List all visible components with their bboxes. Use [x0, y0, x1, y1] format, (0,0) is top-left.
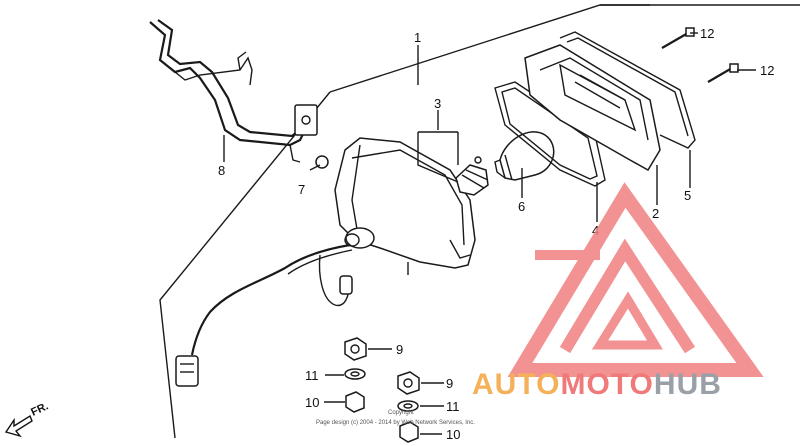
callout-6: 6: [518, 199, 525, 214]
callout-9-left: 9: [396, 342, 403, 357]
callout-1: 1: [414, 30, 421, 45]
callout-labels: 1 3 6 4 2 5 8 7 12 12 9 9 11 11 10 10: [218, 26, 774, 442]
callout-7: 7: [298, 182, 305, 197]
automotohub-watermark: AUTOMOTOHUB: [472, 182, 764, 401]
copyright-line-1: Copyright: [388, 410, 414, 416]
wiring-harness: [175, 243, 353, 387]
watermark-auto: AUTO: [472, 368, 560, 401]
assembly-boundary: [159, 4, 800, 439]
callout-10-right: 10: [446, 427, 460, 442]
gasket-part-4: [494, 81, 606, 187]
callout-9-right: 9: [446, 376, 453, 391]
callout-12-top: 12: [700, 26, 714, 41]
copyright-line-2: Page design (c) 2004 - 2014 by Web Netwo…: [316, 420, 475, 426]
callout-2: 2: [652, 206, 659, 221]
washers-part-11: [344, 368, 419, 412]
callout-8: 8: [218, 163, 225, 178]
callout-11-right: 11: [446, 399, 460, 414]
rim-part-5: [559, 31, 696, 149]
arrow-icon: [4, 414, 33, 438]
callout-5: 5: [684, 188, 691, 203]
nuts-part-10: [345, 391, 419, 443]
watermark-text: AUTOMOTOHUB: [472, 368, 722, 401]
callout-12-bottom: 12: [760, 63, 774, 78]
screws-part-12: [661, 27, 739, 83]
watermark-moto: MOTO: [560, 368, 653, 401]
watermark-hub: HUB: [654, 368, 722, 401]
socket-part-3: [455, 156, 489, 196]
bracket-part-8: [149, 19, 318, 163]
bulb-part-6: [494, 131, 555, 181]
housing-body: [334, 137, 476, 275]
front-direction-indicator: FR.: [4, 400, 50, 438]
watermark-logo-icon: [507, 182, 764, 377]
callout-10-left: 10: [305, 395, 319, 410]
leader-lines: [223, 32, 756, 435]
callout-11-left: 11: [305, 368, 319, 383]
copyright-notice: Copyright Page design (c) 2004 - 2014 by…: [316, 410, 475, 426]
nuts-part-9: [344, 337, 420, 395]
callout-3: 3: [434, 96, 441, 111]
direction-label: FR.: [29, 400, 50, 418]
lens-part-2: [524, 44, 661, 172]
